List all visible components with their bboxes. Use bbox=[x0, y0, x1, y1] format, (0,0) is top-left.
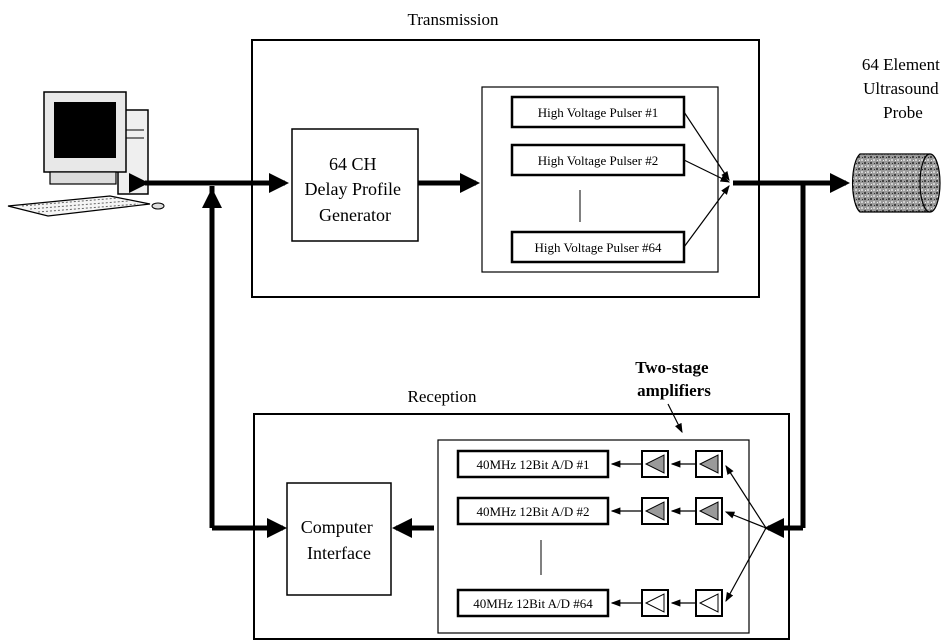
adc-64-box bbox=[456, 588, 610, 618]
probe-label-line-1: 64 Element bbox=[862, 55, 940, 74]
adc-1-box bbox=[456, 449, 610, 479]
transmission-block bbox=[251, 39, 760, 298]
pulser-1-label: High Voltage Pulser #1 bbox=[538, 105, 659, 120]
transmission-title: Transmission bbox=[407, 10, 499, 29]
amplifiers-pointer-arrow bbox=[667, 403, 683, 434]
adc-1-label: 40MHz 12Bit A/D #1 bbox=[476, 457, 589, 472]
reception-block bbox=[253, 413, 790, 640]
delay-generator-line-3: Generator bbox=[319, 205, 391, 225]
delay-generator-line-1: 64 CH bbox=[329, 154, 377, 174]
pulser-group-box bbox=[481, 86, 719, 273]
adc-64-label: 40MHz 12Bit A/D #64 bbox=[473, 596, 593, 611]
amplifier-stages bbox=[610, 450, 723, 617]
computer-interface-line-2: Interface bbox=[307, 543, 371, 563]
adc-group-box bbox=[437, 439, 750, 634]
ultrasound-probe-icon bbox=[851, 153, 941, 213]
computer-interface-line-1: Computer bbox=[301, 517, 373, 537]
amplifiers-label-line-2: amplifiers bbox=[637, 381, 711, 400]
svg-text:64 Element Ultrasound: 64 Element Ultrasound Probe bbox=[862, 55, 944, 122]
probe-label-line-2: Ultrasound bbox=[863, 79, 939, 98]
svg-text:Computer Interface: Computer Interface bbox=[301, 517, 378, 563]
adc-2-label: 40MHz 12Bit A/D #2 bbox=[476, 504, 589, 519]
adc-2-box bbox=[456, 496, 610, 526]
pulser-2-label: High Voltage Pulser #2 bbox=[538, 153, 659, 168]
pulser-64-label: High Voltage Pulser #64 bbox=[535, 240, 662, 255]
probe-label-line-3: Probe bbox=[883, 103, 923, 122]
amplifiers-label-line-1: Two-stage bbox=[635, 358, 709, 377]
reception-split-arrows bbox=[724, 464, 767, 603]
pulser-combine-arrows bbox=[683, 111, 731, 248]
computer-interface-box bbox=[286, 482, 392, 596]
svg-text:64 CH Delay Profile Ge: 64 CH Delay Profile Generator bbox=[305, 154, 406, 225]
computer-workstation-icon bbox=[7, 91, 165, 217]
svg-text:Two-stage amplifiers: Two-stage amplifiers bbox=[635, 358, 713, 400]
delay-generator-line-2: Delay Profile bbox=[305, 179, 401, 199]
reception-title: Reception bbox=[408, 387, 477, 406]
data-bus-arrows bbox=[128, 173, 850, 538]
